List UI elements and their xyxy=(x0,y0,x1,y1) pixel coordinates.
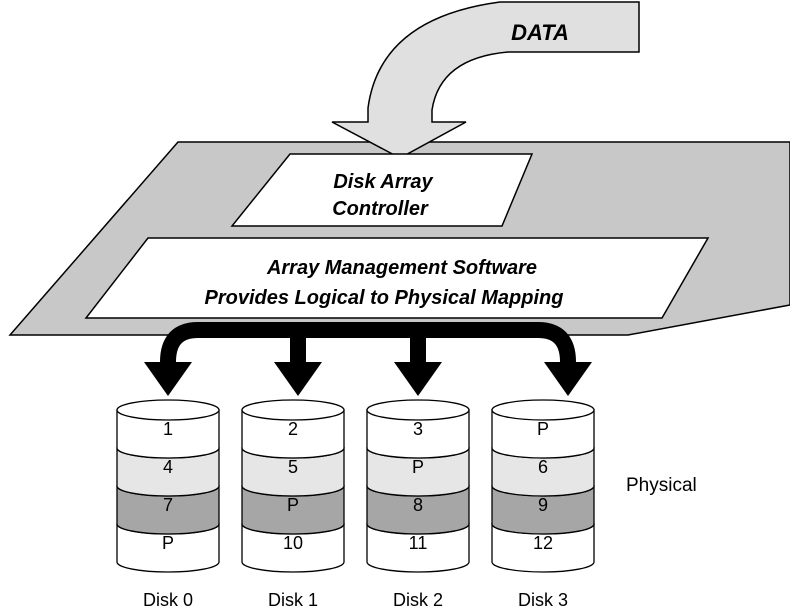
software-line2: Provides Logical to Physical Mapping xyxy=(205,287,564,309)
arrowhead-disk3 xyxy=(544,362,592,396)
block-label: 3 xyxy=(413,419,423,439)
data-arrow xyxy=(331,1,640,159)
arrowhead-disk1 xyxy=(274,362,322,396)
segment-body xyxy=(491,485,595,535)
distribution-arrows xyxy=(144,322,592,396)
block-label: 10 xyxy=(283,533,303,553)
arrow-bus xyxy=(160,322,576,363)
segment-top xyxy=(241,399,345,421)
segment-body xyxy=(491,409,595,459)
block-label: P xyxy=(287,495,299,515)
data-label: DATA xyxy=(511,20,569,45)
segment-body xyxy=(241,409,345,459)
disk-name: Disk 2 xyxy=(393,590,443,610)
segment-body xyxy=(491,447,595,497)
controller-line1: Disk Array xyxy=(333,171,433,193)
segment-body xyxy=(116,485,220,535)
segment-body xyxy=(366,409,470,459)
block-label: 8 xyxy=(413,495,423,515)
segment-body xyxy=(366,523,470,573)
block-label: 4 xyxy=(163,457,173,477)
block-label: 7 xyxy=(163,495,173,515)
segment-body xyxy=(366,485,470,535)
segment-body xyxy=(116,523,220,573)
block-label: 9 xyxy=(538,495,548,515)
block-label: 2 xyxy=(288,419,298,439)
controller-line2: Controller xyxy=(332,198,429,220)
block-label: 1 xyxy=(163,419,173,439)
segment-body xyxy=(241,447,345,497)
software-box xyxy=(84,237,710,319)
segment-body xyxy=(366,447,470,497)
block-label: 12 xyxy=(533,533,553,553)
disk-name: Disk 3 xyxy=(518,590,568,610)
segment-body xyxy=(241,523,345,573)
block-label: P xyxy=(537,419,549,439)
block-label: 11 xyxy=(409,533,428,553)
disk-segment: 2 xyxy=(241,399,345,459)
software-line1: Array Management Software xyxy=(266,257,537,279)
controller-box xyxy=(230,153,534,227)
segment-top xyxy=(366,399,470,421)
arrow-stem-disk2 xyxy=(410,330,426,364)
block-label: 6 xyxy=(538,457,548,477)
arrow-stem-disk1 xyxy=(290,330,306,364)
physical-label: Physical xyxy=(626,475,697,496)
arrowhead-disk0 xyxy=(144,362,192,396)
disk-segment: P xyxy=(491,399,595,459)
block-label: 5 xyxy=(288,457,298,477)
segment-body xyxy=(116,409,220,459)
segment-body xyxy=(116,447,220,497)
disk-segment: 1 xyxy=(116,399,220,459)
disk-name: Disk 0 xyxy=(143,590,193,610)
segment-body xyxy=(241,485,345,535)
block-label: P xyxy=(412,457,424,477)
arrowhead-disk2 xyxy=(394,362,442,396)
disk-name: Disk 1 xyxy=(268,590,318,610)
segment-top xyxy=(116,399,220,421)
disk-segment: 3 xyxy=(366,399,470,459)
block-label: P xyxy=(162,533,174,553)
disk-stack: 12 9 6 P Disk 3 xyxy=(491,399,595,610)
segment-body xyxy=(491,523,595,573)
segment-top xyxy=(491,399,595,421)
